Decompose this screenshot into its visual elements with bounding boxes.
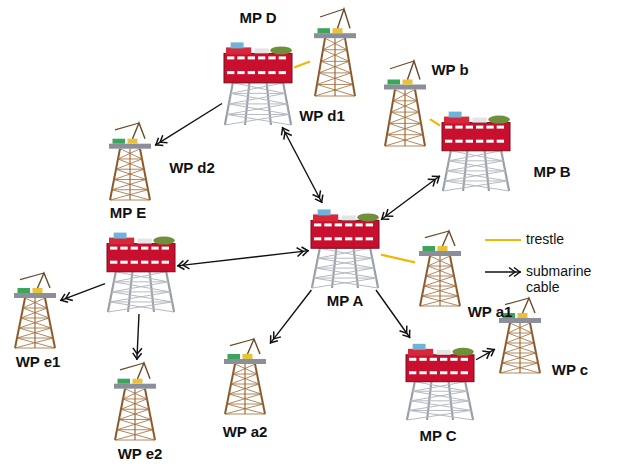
- main-platform: MP C: [404, 338, 476, 422]
- platform-icon: [220, 336, 270, 416]
- wellhead-platform: WP e2: [110, 360, 160, 442]
- platform-icon: [415, 228, 465, 308]
- submarine-cable: [177, 251, 309, 266]
- platform-label: MP C: [419, 428, 456, 445]
- main-platform: MP A: [309, 203, 381, 290]
- platform-icon: [440, 105, 512, 193]
- main-platform: MP B: [440, 105, 512, 193]
- platform-icon: [105, 120, 155, 202]
- submarine-cable: [60, 284, 105, 301]
- platform-label: WP c: [552, 362, 588, 379]
- platform-label: WP a2: [223, 424, 268, 441]
- platform-label: WP b: [431, 62, 468, 79]
- main-platform: MP E: [105, 226, 177, 314]
- submarine-cable: [270, 290, 311, 344]
- platform-label: MP B: [533, 164, 570, 181]
- platform-label: WP d2: [169, 160, 215, 177]
- platform-icon: [380, 58, 430, 148]
- platform-icon: [110, 360, 160, 442]
- platform-icon: [10, 270, 60, 350]
- platform-icon: [404, 338, 476, 422]
- platform-label: WP a1: [468, 304, 513, 321]
- submarine-cable: [282, 127, 322, 203]
- trestle-line: [381, 255, 415, 263]
- wellhead-platform: WP d1: [310, 6, 360, 98]
- wellhead-platform: WP b: [380, 58, 430, 148]
- wellhead-platform: WP a2: [220, 336, 270, 416]
- cable-sample: [485, 271, 521, 272]
- submarine-cable: [476, 349, 495, 360]
- submarine-cable: [155, 104, 222, 146]
- wellhead-platform: WP a1: [415, 228, 465, 308]
- trestle-line: [294, 61, 310, 67]
- platform-icon: [105, 226, 177, 314]
- platform-icon: [310, 6, 360, 98]
- legend-text: trestle: [526, 231, 600, 247]
- platform-label: WP d1: [299, 108, 345, 125]
- platform-label: MP E: [110, 205, 146, 222]
- submarine-cable: [137, 314, 139, 360]
- platform-icon: [222, 35, 294, 127]
- submarine-cable: [376, 290, 410, 338]
- platform-label: MP D: [239, 10, 276, 27]
- wellhead-platform: WP e1: [10, 270, 60, 350]
- platform-label: WP e1: [16, 354, 61, 371]
- submarine-cable: [381, 176, 440, 220]
- legend-text: submarine cable: [526, 263, 600, 295]
- trestle-line: [430, 119, 440, 125]
- platform-label: WP e2: [118, 446, 163, 463]
- main-platform: MP D: [222, 35, 294, 127]
- platform-icon: [309, 203, 381, 290]
- trestle-sample: [485, 239, 521, 241]
- platform-label: MP A: [327, 293, 364, 310]
- legend-samples: [485, 240, 521, 272]
- wellhead-platform: WP d2: [105, 120, 155, 202]
